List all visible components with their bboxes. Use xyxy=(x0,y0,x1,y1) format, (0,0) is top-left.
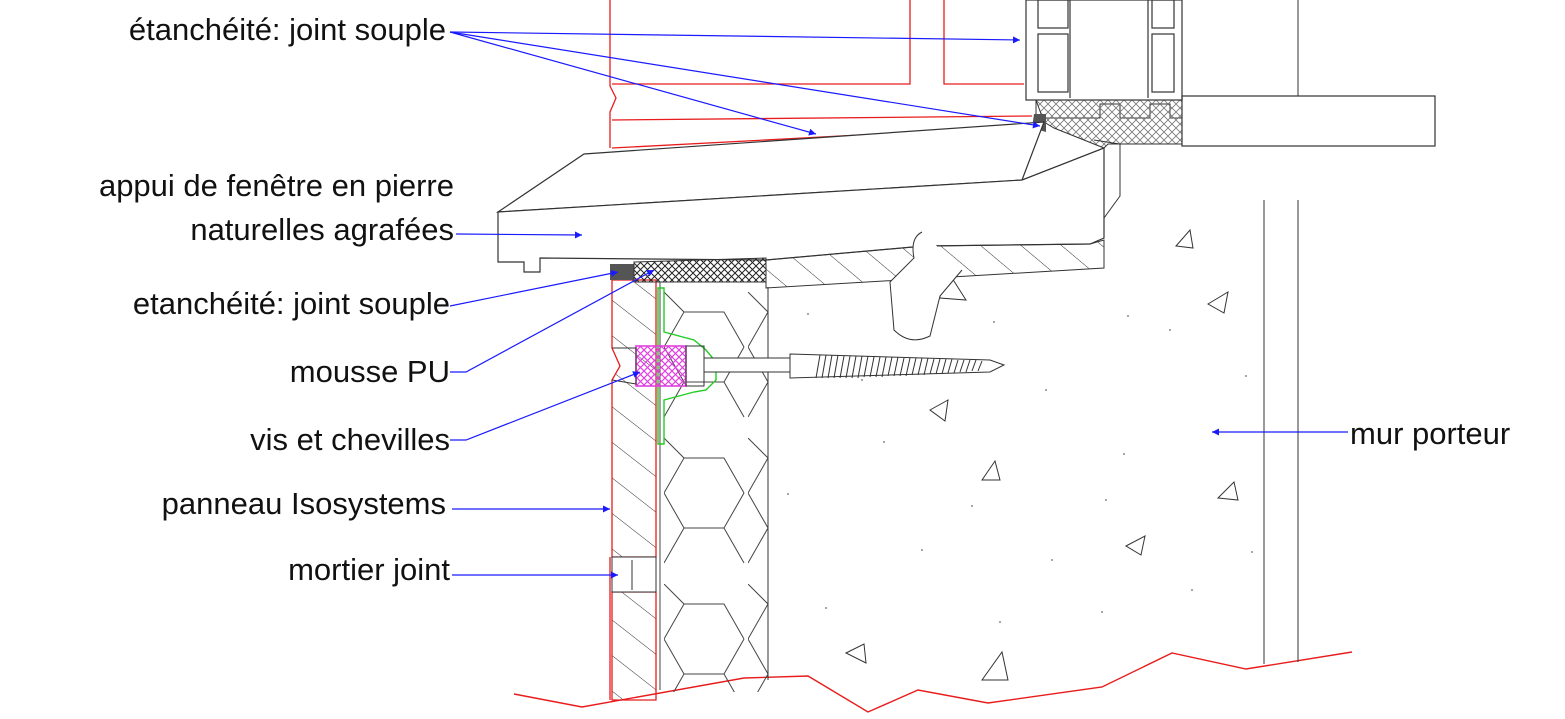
bottom-joint-dark xyxy=(610,264,634,280)
load-bearing-wall xyxy=(767,0,1299,681)
stone-window-sill xyxy=(495,121,1121,341)
mortar-joint xyxy=(611,556,657,593)
label-appui-line1: appui de fenêtre en pierre xyxy=(99,168,454,203)
pu-foam xyxy=(635,345,687,387)
label-mur: mur porteur xyxy=(1350,416,1510,451)
leader-lines xyxy=(449,31,1348,579)
callout-labels: étanchéité: joint souple appui de fenêtr… xyxy=(99,12,1510,587)
label-panneau: panneau Isosystems xyxy=(162,486,446,521)
label-vis: vis et chevilles xyxy=(250,422,450,457)
upper-masonry xyxy=(609,0,1033,149)
label-etancheite-bottom: etanchéité: joint souple xyxy=(133,286,450,321)
label-mortier: mortier joint xyxy=(288,552,450,587)
isosystems-panel xyxy=(609,279,657,701)
insulation-layer xyxy=(659,282,768,692)
screw-thread xyxy=(815,354,983,379)
label-mousse: mousse PU xyxy=(290,354,450,389)
screw-and-plug xyxy=(611,287,1006,445)
frame-sealant xyxy=(1035,99,1183,149)
label-etancheite-top: étanchéité: joint souple xyxy=(129,12,446,47)
sill-bed-crosshatch xyxy=(633,257,767,283)
label-appui-line2: naturelles agrafées xyxy=(190,212,454,247)
